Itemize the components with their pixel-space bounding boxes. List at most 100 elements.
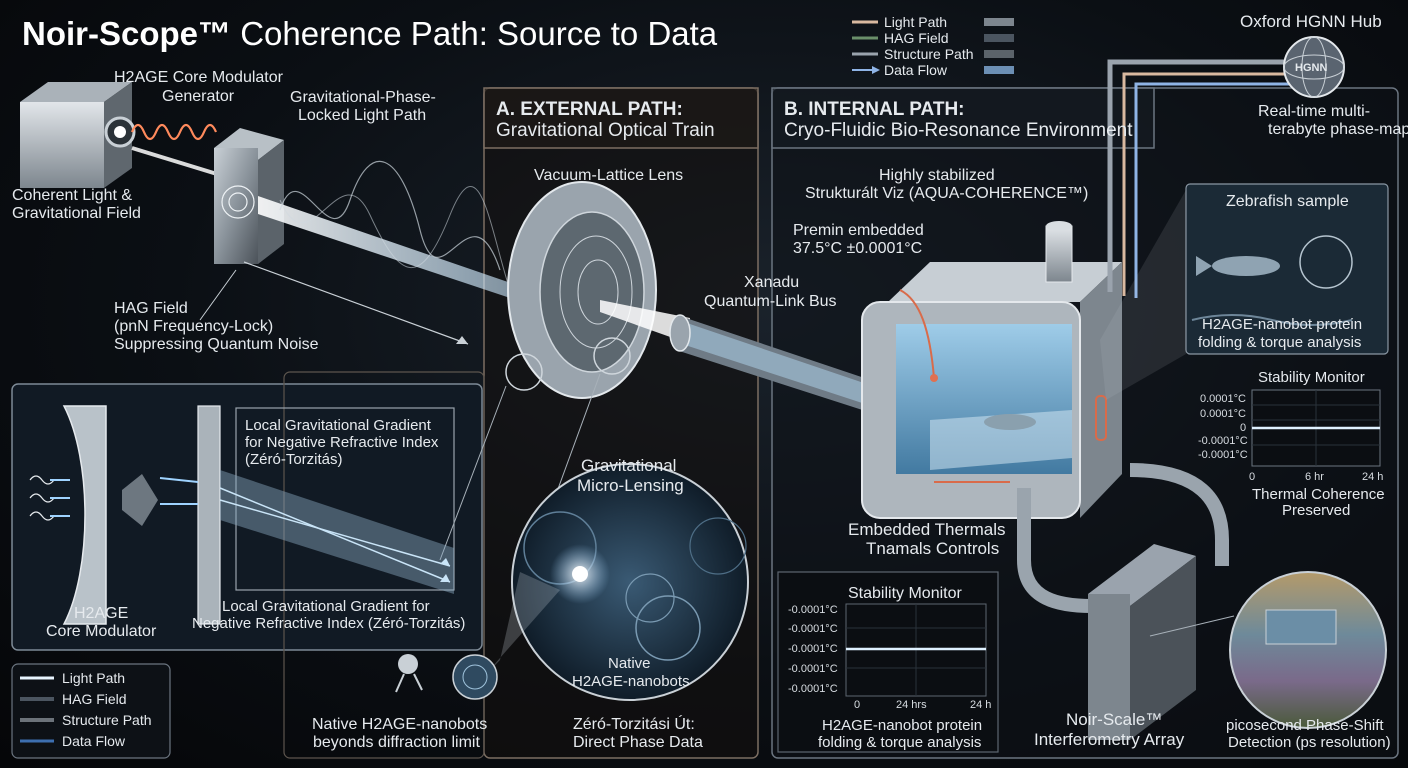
hub-badge: HGNN bbox=[1295, 62, 1328, 74]
external-path-heading: A. EXTERNAL PATH: bbox=[496, 99, 683, 120]
array-label-1: Noir-Scale™ bbox=[1066, 710, 1163, 729]
hag-field-label-2: (pnN Frequency-Lock) bbox=[114, 318, 274, 335]
inset-gradient-top-3: (Zéró-Torzitás) bbox=[245, 451, 343, 468]
stability-monitor-bottom-plot bbox=[845, 603, 987, 697]
native-nanobots-label-2: H2AGE-nanobots bbox=[572, 673, 690, 690]
lens-detail-ring bbox=[505, 353, 543, 391]
premin-label-2: 37.5°C ±0.0001°C bbox=[793, 240, 923, 257]
array-label-2: Interferometry Array bbox=[1034, 730, 1185, 749]
zebrafish-folding-2: folding & torque analysis bbox=[1198, 334, 1362, 351]
monitor-bottom-x-tick: 24 h bbox=[970, 699, 992, 711]
phase-label-1: picosecond Phase-Shift bbox=[1226, 717, 1384, 734]
hag-field-label-3: Suppressing Quantum Noise bbox=[114, 336, 319, 353]
locked-path-label-1: Gravitational-Phase- bbox=[290, 89, 436, 106]
monitor-right-x-tick: 6 hr bbox=[1305, 471, 1324, 483]
coherent-label-2: Gravitational Field bbox=[12, 205, 141, 222]
vacuum-lattice-lens bbox=[507, 181, 657, 399]
zebrafish-illustration bbox=[1191, 235, 1353, 326]
monitor-bottom-title: Stability Monitor bbox=[848, 585, 962, 602]
legend-top-data-flow: Data Flow bbox=[884, 62, 948, 78]
monitor-right-x-tick: 24 h bbox=[1362, 471, 1384, 483]
external-path-header-box bbox=[483, 87, 759, 149]
lens-output-cone bbox=[600, 300, 690, 344]
micro-lensing-magnifier bbox=[511, 463, 749, 701]
inset-core-label-1: H2AGE bbox=[74, 605, 129, 622]
inset-gradient-top-2: for Negative Refractive Index bbox=[245, 434, 439, 451]
nanobot-zoom-disc bbox=[452, 654, 498, 700]
generator-label-1: H2AGE Core Modulator bbox=[114, 69, 283, 86]
native-nanobots-label-1: Native bbox=[608, 655, 651, 672]
generator-label-2: Generator bbox=[162, 88, 235, 105]
monitor-bottom-caption-2: folding & torque analysis bbox=[818, 734, 982, 751]
diffraction-label-1: Native H2AGE-nanobots bbox=[312, 716, 488, 733]
hub-pipe-2 bbox=[1122, 72, 1290, 296]
phase-detection-magnifier bbox=[1229, 571, 1387, 729]
inset-core-label-2: Core Modulator bbox=[46, 623, 157, 640]
stabilized-label-2: Strukturált Viz (AQUA-COHERENCE™) bbox=[805, 185, 1089, 202]
zebrafish-folding-1: H2AGE-nanobot protein bbox=[1202, 316, 1363, 333]
coherent-wave-packet bbox=[130, 123, 218, 141]
inset-refractive-plate bbox=[159, 405, 455, 625]
monitor-right-y-tick: -0.0001°C bbox=[1198, 435, 1248, 447]
main-light-beam bbox=[258, 196, 570, 318]
page-title: Noir-Scope™ Coherence Path: Source to Da… bbox=[22, 15, 718, 52]
internal-path-heading: B. INTERNAL PATH: bbox=[784, 99, 965, 120]
legend-bottom-box bbox=[11, 663, 171, 759]
hub-caption-1: Real-time multi- bbox=[1258, 103, 1371, 120]
legend-bottom-structure-path: Structure Path bbox=[62, 712, 152, 728]
premin-label-1: Premin embedded bbox=[793, 222, 924, 239]
monitor-right-y-tick: 0.0001°C bbox=[1200, 408, 1246, 420]
hub-pipe-1 bbox=[1107, 59, 1290, 292]
hub-title: Oxford HGNN Hub bbox=[1240, 12, 1382, 31]
monitor-right-caption-2: Preserved bbox=[1282, 502, 1351, 519]
direct-phase-label-1: Zéró-Torzitási Út: bbox=[573, 716, 695, 733]
hub-pipe-3 bbox=[1134, 82, 1290, 298]
hag-field-label-1: HAG Field bbox=[114, 300, 188, 317]
monitor-right-title: Stability Monitor bbox=[1258, 369, 1365, 386]
microlensing-label-2: Micro-Lensing bbox=[577, 476, 684, 495]
monitor-bottom-y-tick: -0.0001°C bbox=[788, 663, 838, 675]
coolant-pipe-left bbox=[1017, 488, 1093, 613]
lens-detail-ring-2 bbox=[593, 337, 631, 375]
direct-phase-label-2: Direct Phase Data bbox=[573, 734, 703, 751]
coherent-label-1: Coherent Light & bbox=[12, 187, 133, 204]
legend-top-hag-field: HAG Field bbox=[884, 30, 949, 46]
inset-core-modulator bbox=[29, 405, 158, 625]
cryo-chamber bbox=[861, 221, 1122, 519]
core-modulator-generator bbox=[20, 82, 136, 188]
thermals-label-1: Embedded Thermals bbox=[848, 520, 1006, 539]
monitor-bottom-x-tick: 0 bbox=[854, 699, 861, 711]
bus-label-1: Xanadu bbox=[744, 274, 800, 291]
coherent-beam bbox=[131, 146, 231, 180]
bus-label-2: Quantum-Link Bus bbox=[704, 293, 837, 310]
zebrafish-box bbox=[1185, 183, 1389, 355]
nanobot-zoom-cone bbox=[470, 572, 560, 692]
external-path-subheading: Gravitational Optical Train bbox=[496, 120, 715, 141]
monitor-right-x-tick: 0 bbox=[1249, 471, 1256, 483]
microlensing-label-1: Gravitational bbox=[581, 456, 677, 475]
monitor-bottom-caption-1: H2AGE-nanobot protein bbox=[822, 717, 983, 734]
coolant-pipe-right bbox=[1129, 463, 1229, 566]
monitor-bottom-y-tick: -0.0001°C bbox=[788, 623, 838, 635]
stabilized-label-1: Highly stabilized bbox=[879, 167, 995, 184]
legend-top-light-path: Light Path bbox=[884, 14, 948, 30]
zoom-panel-frame bbox=[283, 371, 485, 759]
internal-path-header-box bbox=[771, 87, 1155, 149]
legend-bottom-data-flow: Data Flow bbox=[62, 733, 126, 749]
zebrafish-zoom-cone bbox=[1100, 190, 1186, 400]
monitor-right-y-tick: -0.0001°C bbox=[1198, 449, 1248, 461]
stability-monitor-right-plot bbox=[1251, 389, 1381, 467]
phase-plate bbox=[214, 128, 284, 264]
phase-label-2: Detection (ps resolution) bbox=[1228, 734, 1391, 751]
monitor-right-caption-1: Thermal Coherence bbox=[1252, 486, 1385, 503]
hub-caption-2: terabyte phase-map bbox=[1268, 121, 1408, 138]
thermals-label-2: Tnamals Controls bbox=[866, 539, 1000, 558]
hgnn-hub-globe bbox=[1283, 36, 1345, 98]
monitor-right-y-tick: 0.0001°C bbox=[1200, 393, 1246, 405]
monitor-bottom-y-tick: -0.0001°C bbox=[788, 683, 838, 695]
internal-path-subheading: Cryo-Fluidic Bio-Resonance Environment bbox=[784, 120, 1133, 141]
legend-bottom-hag-field: HAG Field bbox=[62, 691, 127, 707]
gradient-inset-panel bbox=[11, 383, 483, 651]
gravitational-wave-helix bbox=[279, 160, 501, 271]
